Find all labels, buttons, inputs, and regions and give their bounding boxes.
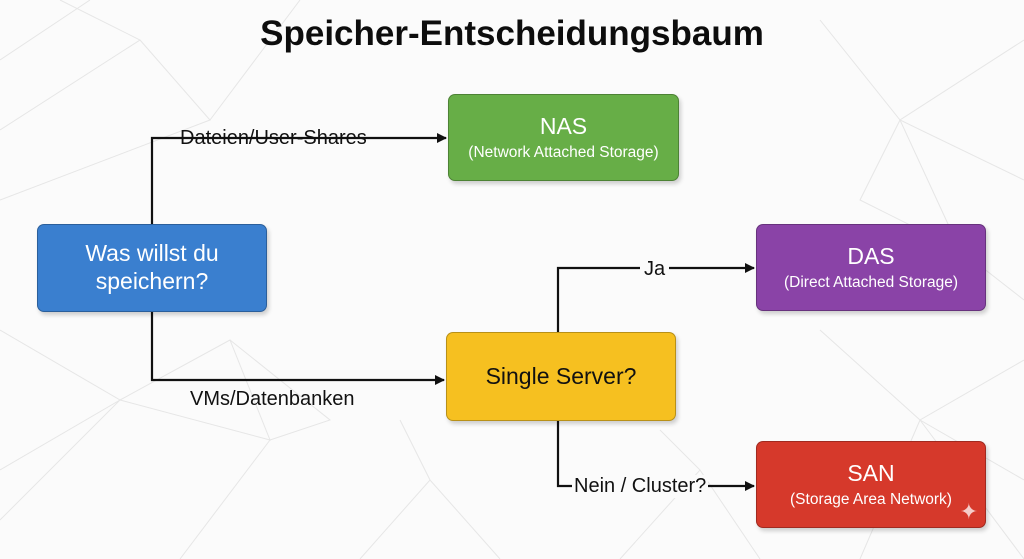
diagram-title: Speicher-Entscheidungsbaum: [260, 14, 764, 53]
edge-vms-line: [150, 312, 445, 385]
edge-label-no: Nein / Cluster?: [572, 475, 709, 498]
question-line-1: Was willst du: [85, 240, 219, 267]
nas-node[interactable]: NAS (Network Attached Storage): [448, 94, 679, 181]
das-node[interactable]: DAS (Direct Attached Storage): [756, 224, 986, 311]
san-name: SAN: [847, 459, 895, 486]
sparkle-icon: ✦: [959, 499, 978, 524]
single-server-text: Single Server?: [485, 362, 637, 389]
edge-files-line: [150, 133, 447, 224]
nas-name: NAS: [539, 112, 588, 139]
question-node[interactable]: Was willst du speichern?: [37, 224, 267, 312]
single-server-node[interactable]: Single Server?: [446, 332, 676, 421]
edge-yes-line: [556, 263, 755, 332]
san-node[interactable]: SAN (Storage Area Network): [756, 441, 986, 528]
nas-full-name: (Network Attached Storage): [468, 144, 659, 162]
edge-label-files: Dateien/User-Shares: [180, 127, 367, 149]
san-full-name: (Storage Area Network): [790, 491, 952, 509]
edge-label-vms: VMs/Datenbanken: [190, 388, 355, 410]
edge-label-yes: Ja: [640, 258, 670, 281]
das-full-name: (Direct Attached Storage): [783, 274, 959, 292]
question-line-2: speichern?: [95, 268, 209, 294]
das-name: DAS: [847, 242, 895, 269]
